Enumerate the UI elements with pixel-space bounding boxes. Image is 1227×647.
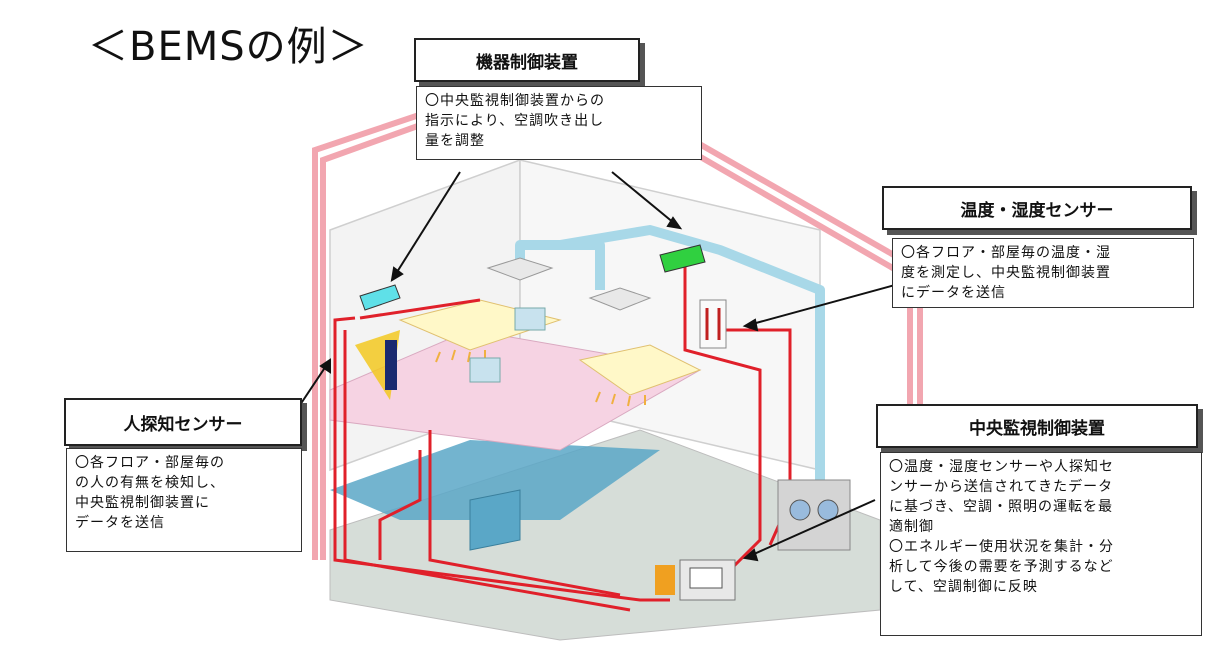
blue-floor-area bbox=[330, 440, 660, 520]
temp-humidity-sensor-line-3: にデータを送信 bbox=[901, 285, 1006, 301]
temp-humidity-sensor-text: 〇各フロア・部屋毎の温度・湿 度を測定し、中央監視制御装置 にデータを送信 bbox=[892, 238, 1194, 308]
central-control-line-1: 〇温度・湿度センサーや人探知セ bbox=[889, 459, 1114, 475]
equipment-control-unit-cyan bbox=[359, 284, 401, 311]
central-control-line-4: 適制御 bbox=[889, 519, 934, 535]
central-control-line-5: 〇エネルギー使用状況を集計・分 bbox=[889, 539, 1114, 555]
temperature-panel bbox=[699, 299, 727, 349]
equipment-control-line-2: 指示により、空調吹き出し bbox=[425, 113, 605, 129]
human-sensor-heading: 人探知センサー bbox=[64, 398, 302, 446]
human-sensor-line-3: 中央監視制御装置に bbox=[75, 495, 210, 511]
light-rays bbox=[435, 349, 646, 407]
central-control-line-7: して、空調制御に反映 bbox=[889, 579, 1038, 595]
equipment-control-text: 〇中央監視制御装置からの 指示により、空調吹き出し 量を調整 bbox=[416, 86, 702, 160]
standing-person bbox=[385, 340, 397, 390]
human-sensor-line-4: データを送信 bbox=[75, 515, 165, 531]
human-sensor-line-1: 〇各フロア・部屋毎の bbox=[75, 455, 225, 471]
signal-wires bbox=[333, 262, 792, 612]
central-control-text: 〇温度・湿度センサーや人探知セ ンサーから送信されてきたデータ に基づき、空調・… bbox=[880, 452, 1202, 636]
equipment-control-line-1: 〇中央監視制御装置からの bbox=[425, 93, 605, 109]
central-control-line-3: に基づき、空調・照明の運転を最 bbox=[889, 499, 1114, 515]
air-ducts bbox=[515, 225, 825, 480]
office-desks bbox=[469, 307, 546, 383]
air-diffusers bbox=[486, 257, 652, 311]
equipment-control-unit-green bbox=[659, 244, 706, 273]
diagram-title: ＜BEMSの例＞ bbox=[88, 24, 369, 70]
equipment-control-line-3: 量を調整 bbox=[425, 133, 485, 149]
human-sensor-line-2: の人の有無を検知し、 bbox=[75, 475, 225, 491]
callout-arrows bbox=[299, 171, 896, 562]
stairs bbox=[469, 489, 521, 551]
human-sensor-text: 〇各フロア・部屋毎の の人の有無を検知し、 中央監視制御装置に データを送信 bbox=[66, 448, 302, 552]
temp-humidity-sensor-line-2: 度を測定し、中央監視制御装置 bbox=[901, 265, 1111, 281]
central-console bbox=[679, 559, 736, 601]
central-control-line-6: 析して今後の需要を予測するなど bbox=[889, 559, 1114, 575]
operator bbox=[655, 565, 675, 595]
central-control-line-2: ンサーから送信されてきたデータ bbox=[889, 479, 1114, 495]
central-control-heading: 中央監視制御装置 bbox=[876, 404, 1198, 448]
equipment-control-heading: 機器制御装置 bbox=[414, 38, 640, 82]
temp-humidity-sensor-line-1: 〇各フロア・部屋毎の温度・湿 bbox=[901, 245, 1111, 261]
temp-humidity-sensor-heading: 温度・湿度センサー bbox=[882, 186, 1192, 230]
